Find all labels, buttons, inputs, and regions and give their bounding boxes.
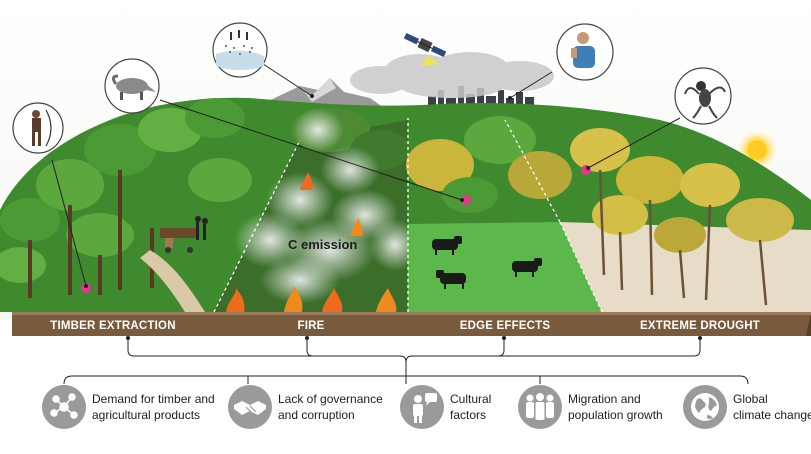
satellite-icon	[403, 32, 447, 58]
driver-line-2: population growth	[568, 408, 663, 422]
edge-effects-zone	[406, 116, 602, 312]
callout-lines	[51, 61, 681, 287]
driver-line-1: Migration and	[568, 392, 641, 406]
driver-line-2: climate change	[733, 408, 811, 422]
callout-rainfall	[212, 22, 268, 78]
segment-label-edge-effects: EDGE EFFECTS	[459, 320, 551, 332]
logging-truck	[160, 216, 208, 253]
globe-icon	[683, 385, 727, 429]
fire-zone	[214, 108, 421, 312]
segment-label-extreme-drought: EXTREME DROUGHT	[640, 320, 760, 332]
family-group-icon	[518, 385, 562, 429]
driver-line-1: Lack of governance	[278, 392, 383, 406]
cattle	[432, 236, 542, 289]
monkey-marker-2	[581, 165, 591, 175]
timber-trees	[0, 98, 252, 298]
driver-line-1: Cultural	[450, 392, 492, 406]
callout-sick-person	[556, 23, 614, 81]
driver-line-1: Global	[733, 392, 768, 406]
ground-band	[12, 312, 811, 336]
driver-line-2: factors	[450, 408, 487, 422]
callout-spider-monkey	[674, 67, 732, 125]
driver-line-2: and corruption	[278, 408, 355, 422]
flames	[226, 172, 397, 312]
drought-zone	[560, 128, 811, 312]
callout-anteater	[104, 58, 160, 114]
bird-marker	[461, 195, 471, 205]
pollution-cloud	[350, 52, 554, 98]
handshake-icon	[228, 385, 272, 429]
segment-label-fire: FIRE	[297, 320, 325, 332]
c-emission-label: C emission	[288, 237, 358, 252]
driver-line-1: Demand for timber and	[92, 392, 215, 406]
driver-line-2: agricultural products	[92, 408, 201, 422]
driver-connector	[63, 338, 749, 385]
segment-dividers	[213, 118, 603, 313]
segment-label-timber-extraction: TIMBER EXTRACTION	[50, 320, 176, 332]
network-icon	[42, 385, 86, 429]
callout-hunter	[12, 102, 64, 154]
person-speech-icon	[400, 385, 444, 429]
logging-trail	[140, 250, 205, 312]
